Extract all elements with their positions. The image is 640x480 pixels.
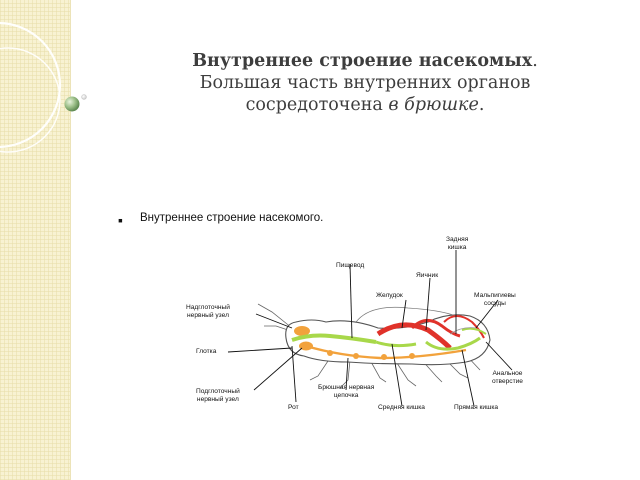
leader-lines <box>227 250 513 407</box>
label-nerve-chain-line2: цепочка <box>333 391 359 399</box>
title-line-2: Большая часть внутренних органов <box>199 73 531 94</box>
label-supra-ganglion-line2: нервный узел <box>187 311 229 319</box>
label-hindgut-line1: Задняя <box>446 236 469 243</box>
small-orb <box>81 94 87 100</box>
diagram-caption: Внутреннее строение насекомого. <box>140 212 324 224</box>
label-sub-ganglion-line2: нервный узел <box>196 395 239 403</box>
label-midgut: Средняя кишка <box>378 404 425 411</box>
label-supra-ganglion: Надглоточный нервный узел <box>186 304 230 319</box>
title-line-3-end: . <box>478 95 485 116</box>
label-anus-line2: отверстие <box>492 377 523 385</box>
green-orb <box>64 96 80 112</box>
label-malpighian: Мальпигиевы сосуды <box>474 292 516 307</box>
title-line-1: Внутреннее строение насекомых. <box>120 50 610 72</box>
title-line-3: сосредоточена в брюшке. <box>120 94 610 116</box>
nervous-system <box>294 326 467 360</box>
label-rectum: Прямая кишка <box>454 404 499 411</box>
decorative-circles <box>0 21 87 153</box>
left-decorative-band <box>0 0 70 480</box>
anatomy-drawing <box>227 250 513 407</box>
label-esophagus: Пищевод <box>336 262 365 269</box>
label-anus: Анальное отверстие <box>492 370 523 385</box>
label-ovary: Яичник <box>416 272 439 279</box>
label-malpighian-line1: Мальпигиевы <box>474 292 516 299</box>
band-divider <box>70 0 71 480</box>
bullet-marker: ▪ <box>118 212 123 228</box>
title-italic: в брюшке <box>388 95 479 116</box>
title-bold: Внутреннее строение насекомых <box>192 51 533 71</box>
label-sub-ganglion-line1: Подглоточный <box>196 388 240 395</box>
label-stomach: Желудок <box>376 292 403 299</box>
label-pharynx: Глотка <box>196 348 217 355</box>
digestive-tract <box>376 315 487 351</box>
label-malpighian-line2: сосуды <box>483 299 506 307</box>
insect-anatomy-diagram: Задняя кишка Пищевод Яичник Желудок Маль… <box>180 230 550 420</box>
wing-outline <box>355 306 457 323</box>
label-supra-ganglion-line1: Надглоточный <box>186 304 230 311</box>
label-hindgut: Задняя кишка <box>446 236 468 251</box>
label-nerve-chain-line1: Брюшная нервная <box>318 384 375 391</box>
title-period: . <box>532 51 538 71</box>
label-sub-ganglion: Подглоточный нервный узел <box>196 388 240 403</box>
title-line-3-text: сосредоточена <box>245 95 383 116</box>
label-mouth: Рот <box>288 404 299 411</box>
label-hindgut-line2: кишка <box>447 243 467 251</box>
malpighian-tubules <box>449 327 477 335</box>
foregut <box>291 333 417 348</box>
title-block: Внутреннее строение насекомых. Большая ч… <box>120 50 610 117</box>
label-anus-line1: Анальное <box>492 370 523 377</box>
label-nerve-chain: Брюшная нервная цепочка <box>318 384 374 399</box>
